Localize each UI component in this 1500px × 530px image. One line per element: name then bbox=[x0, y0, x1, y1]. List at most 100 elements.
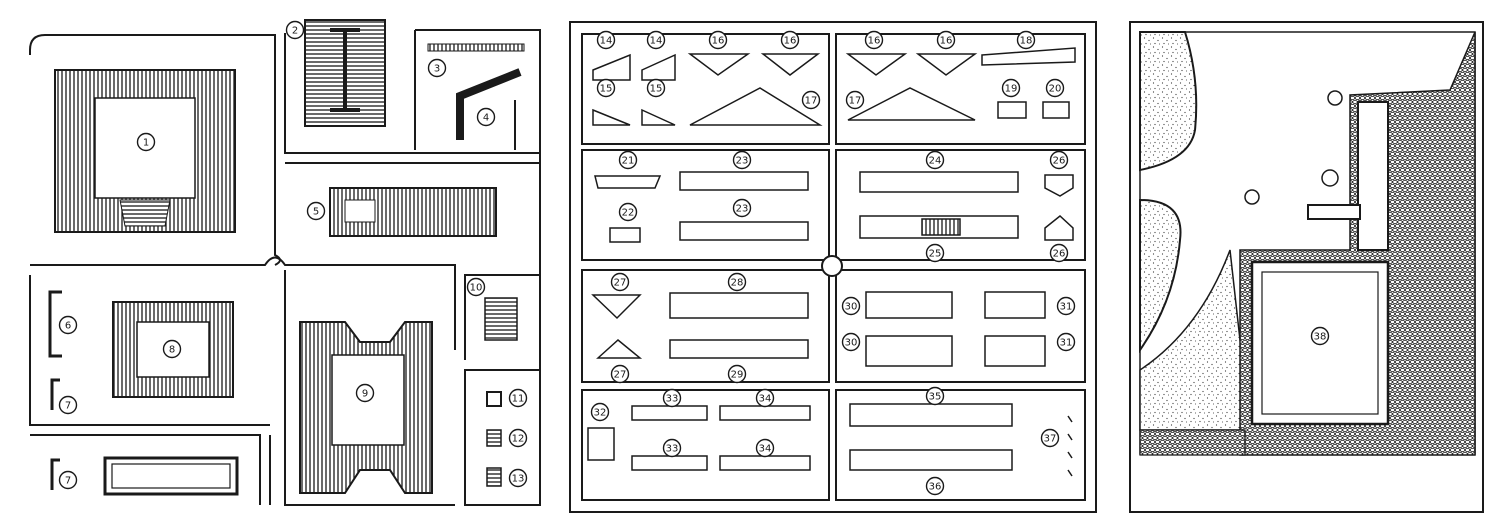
callout-34: 34 bbox=[755, 388, 775, 408]
part-9 bbox=[299, 321, 433, 494]
callout-22: 22 bbox=[618, 202, 638, 222]
callout-label: 11 bbox=[512, 394, 525, 405]
callout-label: 37 bbox=[1044, 434, 1057, 445]
callout-label: 4 bbox=[483, 113, 489, 124]
callout-label: 27 bbox=[614, 370, 627, 381]
callout-9: 9 bbox=[355, 383, 375, 403]
callout-label: 34 bbox=[759, 394, 772, 405]
callout-7: 7 bbox=[58, 470, 78, 490]
callout-38: 38 bbox=[1310, 326, 1330, 346]
callout-33: 33 bbox=[662, 388, 682, 408]
part-7b bbox=[50, 458, 60, 490]
part-12 bbox=[486, 429, 502, 447]
callout-4: 4 bbox=[476, 107, 496, 127]
callout-label: 31 bbox=[1060, 338, 1073, 349]
part-13 bbox=[486, 467, 502, 487]
callout-label: 27 bbox=[614, 278, 627, 289]
callout-16: 16 bbox=[936, 30, 956, 50]
callout-label: 17 bbox=[805, 96, 818, 107]
callout-label: 26 bbox=[1053, 156, 1066, 167]
callout-21: 21 bbox=[618, 150, 638, 170]
callout-23: 23 bbox=[732, 150, 752, 170]
callout-12: 12 bbox=[508, 428, 528, 448]
callout-14: 14 bbox=[596, 30, 616, 50]
part-7a bbox=[50, 378, 60, 410]
callout-label: 34 bbox=[759, 444, 772, 455]
part-4 bbox=[456, 68, 522, 140]
callout-33: 33 bbox=[662, 438, 682, 458]
callout-label: 12 bbox=[512, 434, 525, 445]
callout-label: 14 bbox=[600, 36, 613, 47]
callout-13: 13 bbox=[508, 468, 528, 488]
callout-label: 16 bbox=[940, 36, 953, 47]
callout-label: 5 bbox=[313, 207, 319, 218]
callout-label: 16 bbox=[868, 36, 881, 47]
callout-16: 16 bbox=[708, 30, 728, 50]
callout-label: 2 bbox=[292, 26, 298, 37]
callout-label: 31 bbox=[1060, 302, 1073, 313]
callout-28: 28 bbox=[727, 272, 747, 292]
callout-2: 2 bbox=[285, 20, 305, 40]
callout-3: 3 bbox=[427, 58, 447, 78]
callout-26: 26 bbox=[1049, 243, 1069, 263]
callout-label: 15 bbox=[600, 84, 613, 95]
part-1 bbox=[54, 69, 236, 233]
part-5 bbox=[329, 187, 497, 237]
callout-label: 7 bbox=[65, 401, 71, 412]
callout-label: 26 bbox=[1053, 249, 1066, 260]
callout-label: 30 bbox=[845, 302, 858, 313]
callout-label: 13 bbox=[512, 474, 525, 485]
callout-label: 24 bbox=[929, 156, 942, 167]
callout-15: 15 bbox=[596, 78, 616, 98]
callout-label: 25 bbox=[929, 249, 942, 260]
part-6 bbox=[48, 290, 62, 358]
callout-5: 5 bbox=[306, 201, 326, 221]
small-parts bbox=[587, 47, 1076, 477]
callout-20: 20 bbox=[1045, 78, 1065, 98]
callout-18: 18 bbox=[1016, 30, 1036, 50]
callout-label: 20 bbox=[1049, 84, 1062, 95]
callout-30: 30 bbox=[841, 332, 861, 352]
callout-27: 27 bbox=[610, 272, 630, 292]
callout-10: 10 bbox=[466, 277, 486, 297]
callout-label: 3 bbox=[434, 64, 440, 75]
callout-37: 37 bbox=[1040, 428, 1060, 448]
callout-label: 10 bbox=[470, 283, 483, 294]
callout-23: 23 bbox=[732, 198, 752, 218]
callout-16: 16 bbox=[780, 30, 800, 50]
callout-label: 17 bbox=[849, 96, 862, 107]
callout-11: 11 bbox=[508, 388, 528, 408]
callout-7: 7 bbox=[58, 395, 78, 415]
part-3 bbox=[427, 43, 525, 52]
callout-label: 8 bbox=[169, 345, 175, 356]
callout-label: 28 bbox=[731, 278, 744, 289]
callout-label: 22 bbox=[622, 208, 635, 219]
callout-14: 14 bbox=[646, 30, 666, 50]
callout-label: 15 bbox=[650, 84, 663, 95]
callout-label: 16 bbox=[712, 36, 725, 47]
callout-27: 27 bbox=[610, 364, 630, 384]
callout-label: 23 bbox=[736, 156, 749, 167]
callout-25: 25 bbox=[925, 243, 945, 263]
callout-1: 1 bbox=[136, 132, 156, 152]
callout-label: 21 bbox=[622, 156, 635, 167]
callout-34: 34 bbox=[755, 438, 775, 458]
callout-32: 32 bbox=[590, 402, 610, 422]
base-plate bbox=[1129, 21, 1484, 513]
callout-35: 35 bbox=[925, 386, 945, 406]
callout-label: 33 bbox=[666, 394, 679, 405]
part-10 bbox=[484, 297, 518, 341]
callout-label: 29 bbox=[731, 370, 744, 381]
callout-16: 16 bbox=[864, 30, 884, 50]
callout-label: 14 bbox=[650, 36, 663, 47]
callout-31: 31 bbox=[1056, 332, 1076, 352]
callout-label: 35 bbox=[929, 392, 942, 403]
callout-label: 36 bbox=[929, 482, 942, 493]
callout-6: 6 bbox=[58, 315, 78, 335]
callout-label: 33 bbox=[666, 444, 679, 455]
callout-label: 38 bbox=[1314, 332, 1327, 343]
callout-17: 17 bbox=[845, 90, 865, 110]
